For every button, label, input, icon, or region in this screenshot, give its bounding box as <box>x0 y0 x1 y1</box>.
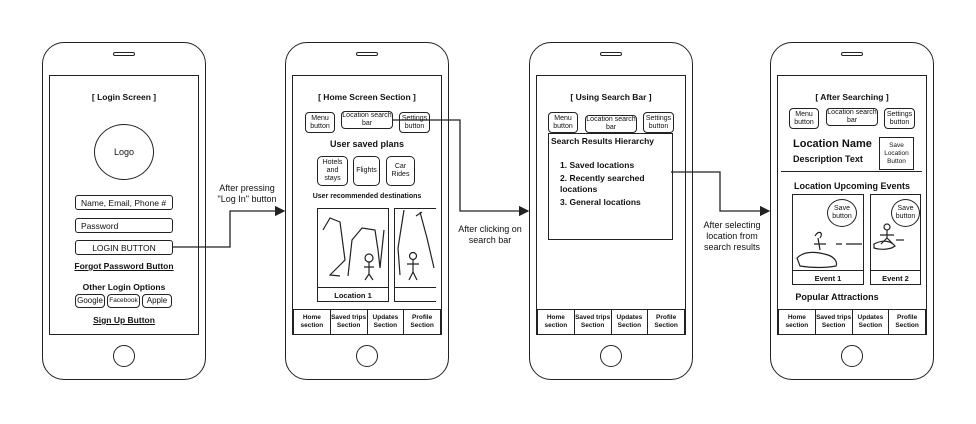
home-hardware-button <box>841 345 863 367</box>
nav-home[interactable]: Home section <box>538 310 575 334</box>
destination-card-1-label: Location 1 <box>334 291 372 300</box>
destination-card-2-label-bar <box>394 287 436 302</box>
home-hardware-button <box>356 345 378 367</box>
result-item-1[interactable]: 1. Saved locations <box>560 160 635 170</box>
save-location-button[interactable]: Save Location Button <box>879 137 914 170</box>
logo-label: Logo <box>113 147 135 157</box>
password-field[interactable]: Password <box>75 218 173 233</box>
transition-caption-3: After selecting location from search res… <box>703 220 761 252</box>
search-results-heading: Search Results Hierarchy <box>551 136 654 146</box>
home-hardware-button <box>113 345 135 367</box>
facebook-login-button[interactable]: Facebook <box>107 294 140 308</box>
menu-button[interactable]: Menu button <box>305 112 335 133</box>
save-label: Save button <box>832 205 852 220</box>
forgot-password-button[interactable]: Forgot Password Button <box>74 261 174 271</box>
save-label: Save button <box>895 205 916 220</box>
result-item-2[interactable]: 2. Recently searched locations <box>560 173 645 194</box>
login-title: [ Login Screen ] <box>91 92 157 102</box>
destination-card-1-label-bar <box>317 287 389 302</box>
destination-card-1[interactable] <box>317 208 389 302</box>
plan-flights[interactable]: Flights <box>353 156 380 186</box>
nav-saved-trips[interactable]: Saved trips Section <box>575 310 612 334</box>
location-search-bar[interactable]: Location search bar <box>826 108 878 126</box>
event-card-1-label: Event 1 <box>814 274 842 283</box>
result-text: Recently searched locations <box>560 173 645 194</box>
name-email-phone-field[interactable]: Name, Email, Phone # <box>75 195 173 210</box>
bottom-nav: Home section Saved trips Section Updates… <box>537 309 685 335</box>
bottom-nav: Home section Saved trips Section Updates… <box>293 309 441 335</box>
divider <box>781 171 922 172</box>
nav-home[interactable]: Home section <box>294 310 331 334</box>
location-search-bar[interactable]: Location search bar <box>341 111 393 129</box>
nav-updates[interactable]: Updates Section <box>853 310 890 334</box>
login-button[interactable]: LOGIN BUTTON <box>75 240 173 255</box>
bottom-nav: Home section Saved trips Section Updates… <box>778 309 926 335</box>
popular-attractions-heading: Popular Attractions <box>795 292 879 302</box>
destination-card-2[interactable] <box>394 208 436 302</box>
sketch-event-1 <box>796 231 862 269</box>
result-text: Saved locations <box>569 160 635 170</box>
settings-button[interactable]: Settings button <box>884 108 915 129</box>
event-card-1-label-bar <box>792 270 864 285</box>
location-search-bar[interactable]: Location search bar <box>585 115 637 133</box>
transition-caption-2: After clicking on search bar <box>458 224 522 245</box>
home-hardware-button <box>600 345 622 367</box>
apple-login-button[interactable]: Apple <box>142 294 172 308</box>
home-title: [ Home Screen Section ] <box>318 92 416 102</box>
description-text: Description Text <box>793 154 863 164</box>
phone-speaker <box>113 52 135 56</box>
menu-button[interactable]: Menu button <box>789 108 819 129</box>
sketch-destination-1 <box>322 217 385 281</box>
event-1-save-button[interactable]: Save button <box>827 199 857 227</box>
event-2-save-button[interactable]: Save button <box>891 199 920 227</box>
after-search-title: [ After Searching ] <box>815 92 889 102</box>
saved-plans-heading: User saved plans <box>329 139 405 149</box>
plan-car-rides[interactable]: Car Rides <box>386 156 415 186</box>
nav-profile[interactable]: Profile Section <box>410 314 434 329</box>
phone-speaker <box>841 52 863 56</box>
nav-updates[interactable]: Updates Section <box>368 310 405 334</box>
google-login-button[interactable]: Google <box>75 294 105 308</box>
menu-button[interactable]: Menu button <box>548 112 578 133</box>
recommended-heading: User recommended destinations <box>312 193 422 200</box>
search-title: [ Using Search Bar ] <box>570 92 652 102</box>
nav-home[interactable]: Home section <box>779 310 816 334</box>
sign-up-button[interactable]: Sign Up Button <box>93 315 155 325</box>
other-login-options-label: Other Login Options <box>82 282 166 292</box>
nav-saved-trips[interactable]: Saved trips Section <box>816 310 853 334</box>
result-text: General locations <box>569 197 641 207</box>
sketch-event-2 <box>873 223 904 250</box>
phone-speaker <box>356 52 378 56</box>
events-heading: Location Upcoming Events <box>793 181 910 191</box>
event-card-2-label-bar <box>870 270 921 285</box>
search-results-panel <box>548 133 673 240</box>
result-item-3[interactable]: 3. General locations <box>560 197 641 207</box>
event-card-2-label: Event 2 <box>882 274 909 283</box>
arrow-login-to-home <box>173 205 286 248</box>
nav-updates[interactable]: Updates Section <box>612 310 649 334</box>
sketch-destination-2 <box>397 209 435 281</box>
nav-profile[interactable]: Profile Section <box>895 314 919 329</box>
location-name: Location Name <box>793 138 872 150</box>
phone-speaker <box>600 52 622 56</box>
transition-caption-1: After pressing "Log In" button <box>217 183 277 204</box>
settings-button[interactable]: Settings button <box>643 112 674 133</box>
plan-hotels-and-stays[interactable]: Hotels and stays <box>317 156 348 186</box>
nav-saved-trips[interactable]: Saved trips Section <box>331 310 368 334</box>
arrow-search-bar-to-search <box>393 119 530 217</box>
nav-profile[interactable]: Profile Section <box>654 314 678 329</box>
settings-button[interactable]: Settings button <box>399 112 430 133</box>
logo: Logo <box>94 124 154 180</box>
arrow-result-to-after <box>671 171 771 217</box>
